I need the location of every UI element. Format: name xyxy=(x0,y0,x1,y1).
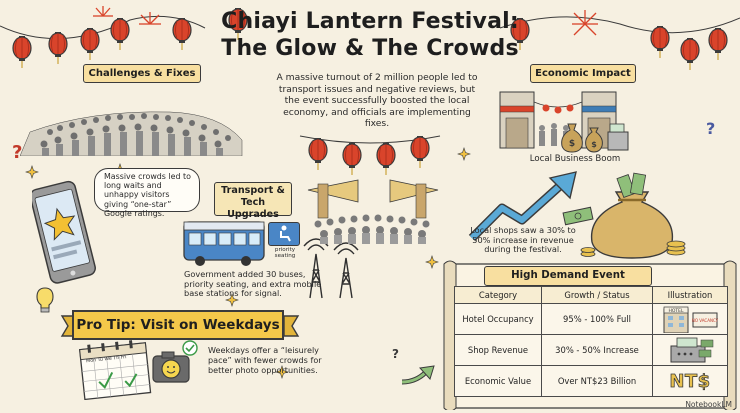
title-line-2: The Glow & The Crowds xyxy=(221,36,519,61)
money-bags-icon: $ $ xyxy=(561,123,629,153)
growth-arrow-icon xyxy=(468,171,577,242)
curved-arrow-icon xyxy=(401,365,435,385)
table-row: Shop Revenue 30% - 50% Increase xyxy=(454,334,728,366)
priority-seating-label: priority seating xyxy=(274,247,296,260)
column-header: Growth / Status xyxy=(541,286,653,304)
status-cell: Over NT$23 Billion xyxy=(541,365,653,397)
festival-crowd-illustration xyxy=(307,179,439,244)
lead-paragraph: A massive turnout of 2 million people le… xyxy=(276,72,478,129)
category-cell: Hotel Occupancy xyxy=(454,303,542,335)
category-cell: Shop Revenue xyxy=(454,334,542,366)
column-header: Illustration xyxy=(652,286,728,304)
calendar-illustration xyxy=(78,340,152,400)
pro-tip-banner: Pro Tip: Visit on Weekdays xyxy=(72,310,284,340)
illustration-cell: NT$ xyxy=(652,365,728,397)
challenges-note-bubble xyxy=(94,168,200,212)
hotel-sign-vacancy: NO VACANCY xyxy=(692,318,719,323)
svg-text:?: ? xyxy=(12,142,22,163)
table-header-row: Category Growth / Status Illustration xyxy=(454,286,728,304)
category-cell: Economic Value xyxy=(454,365,542,397)
priority-seating-icon xyxy=(280,225,291,242)
weekend-banner: High Demand Event Weekend xyxy=(484,266,652,299)
page-title: Chiayi Lantern Festival: The Glow & The … xyxy=(220,8,520,62)
lightbulb-icon xyxy=(36,287,54,313)
table-row: Hotel Occupancy 95% - 100% Full HOTEL NO… xyxy=(454,303,728,335)
crowd-illustration xyxy=(20,111,243,156)
economic-note: Local shops saw a 30% to 50% increase in… xyxy=(470,225,576,255)
camera-icon xyxy=(152,340,198,383)
svg-text:?: ? xyxy=(706,119,715,138)
title-line-1: Chiayi Lantern Festival: xyxy=(221,9,519,34)
illustration-cell: HOTEL NO VACANCY xyxy=(652,303,728,335)
svg-text:?: ? xyxy=(392,347,399,361)
column-header: Category xyxy=(454,286,542,304)
bus-illustration xyxy=(183,221,265,266)
illustration-cell xyxy=(652,334,728,366)
cash-register-icon xyxy=(670,337,714,363)
svg-text:$: $ xyxy=(569,139,575,149)
status-cell: 95% - 100% Full xyxy=(541,303,653,335)
status-cell: 30% - 50% Increase xyxy=(541,334,653,366)
challenges-heading: Challenges & Fixes xyxy=(88,68,196,79)
phone-illustration xyxy=(32,180,96,284)
economic-caption: Local Business Boom xyxy=(529,154,621,164)
cash-stack-icon xyxy=(562,206,594,226)
economic-banner: Economic Impact xyxy=(530,64,636,83)
transport-note: Government added 30 buses, priority seat… xyxy=(184,269,322,299)
transport-banner: Transport & Tech Upgrades xyxy=(214,182,292,220)
table-row: Economic Value Over NT$23 Billion NT$ xyxy=(454,365,728,397)
money-bag-icon xyxy=(580,172,686,259)
cell-tower-icon xyxy=(303,238,359,299)
watermark-label: NotebookLM xyxy=(685,400,732,409)
high-demand-table: Category Growth / Status Illustration Ho… xyxy=(454,286,728,397)
pro-tip-heading: Pro Tip: Visit on Weekdays xyxy=(76,317,280,333)
transport-heading: Transport & Tech Upgrades xyxy=(221,185,285,220)
watermark: NotebookLM xyxy=(685,400,732,409)
hotel-icon: HOTEL NO VACANCY xyxy=(663,306,719,333)
nt-dollar-art: NT$ xyxy=(669,370,711,392)
challenges-note: Massive crowds led to long waits and unh… xyxy=(104,172,191,218)
hotel-sign-label: HOTEL xyxy=(668,308,684,314)
economic-heading: Economic Impact xyxy=(535,68,631,79)
tip-note: Weekdays offer a “leisurely pace” with f… xyxy=(208,345,322,375)
svg-text:$: $ xyxy=(591,140,597,149)
challenges-banner: Challenges & Fixes xyxy=(83,64,201,83)
